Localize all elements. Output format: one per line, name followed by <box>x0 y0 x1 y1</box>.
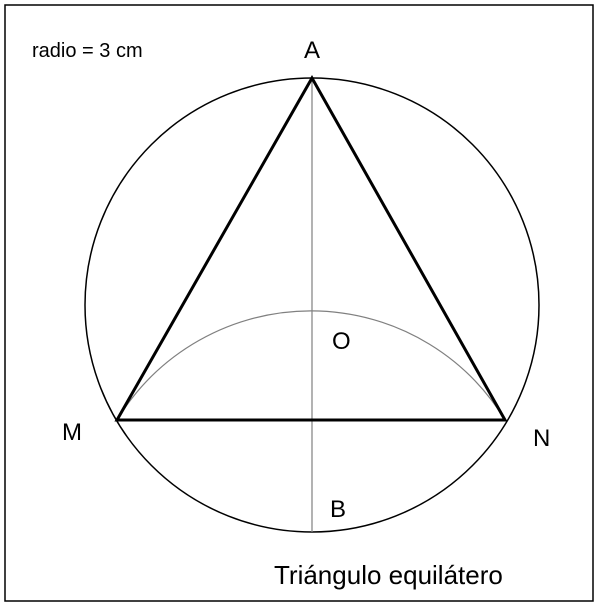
label-point-b: B <box>330 496 346 523</box>
label-point-n: N <box>533 425 550 452</box>
frame <box>4 4 594 602</box>
equilateral-triangle <box>114 74 508 422</box>
construction-arc <box>116 310 506 421</box>
label-point-o: O <box>332 328 351 355</box>
caption: Triángulo equilátero <box>274 560 503 590</box>
radius-note: radio = 3 cm <box>32 40 143 62</box>
label-point-m: M <box>62 419 82 446</box>
label-point-a: A <box>304 37 320 64</box>
